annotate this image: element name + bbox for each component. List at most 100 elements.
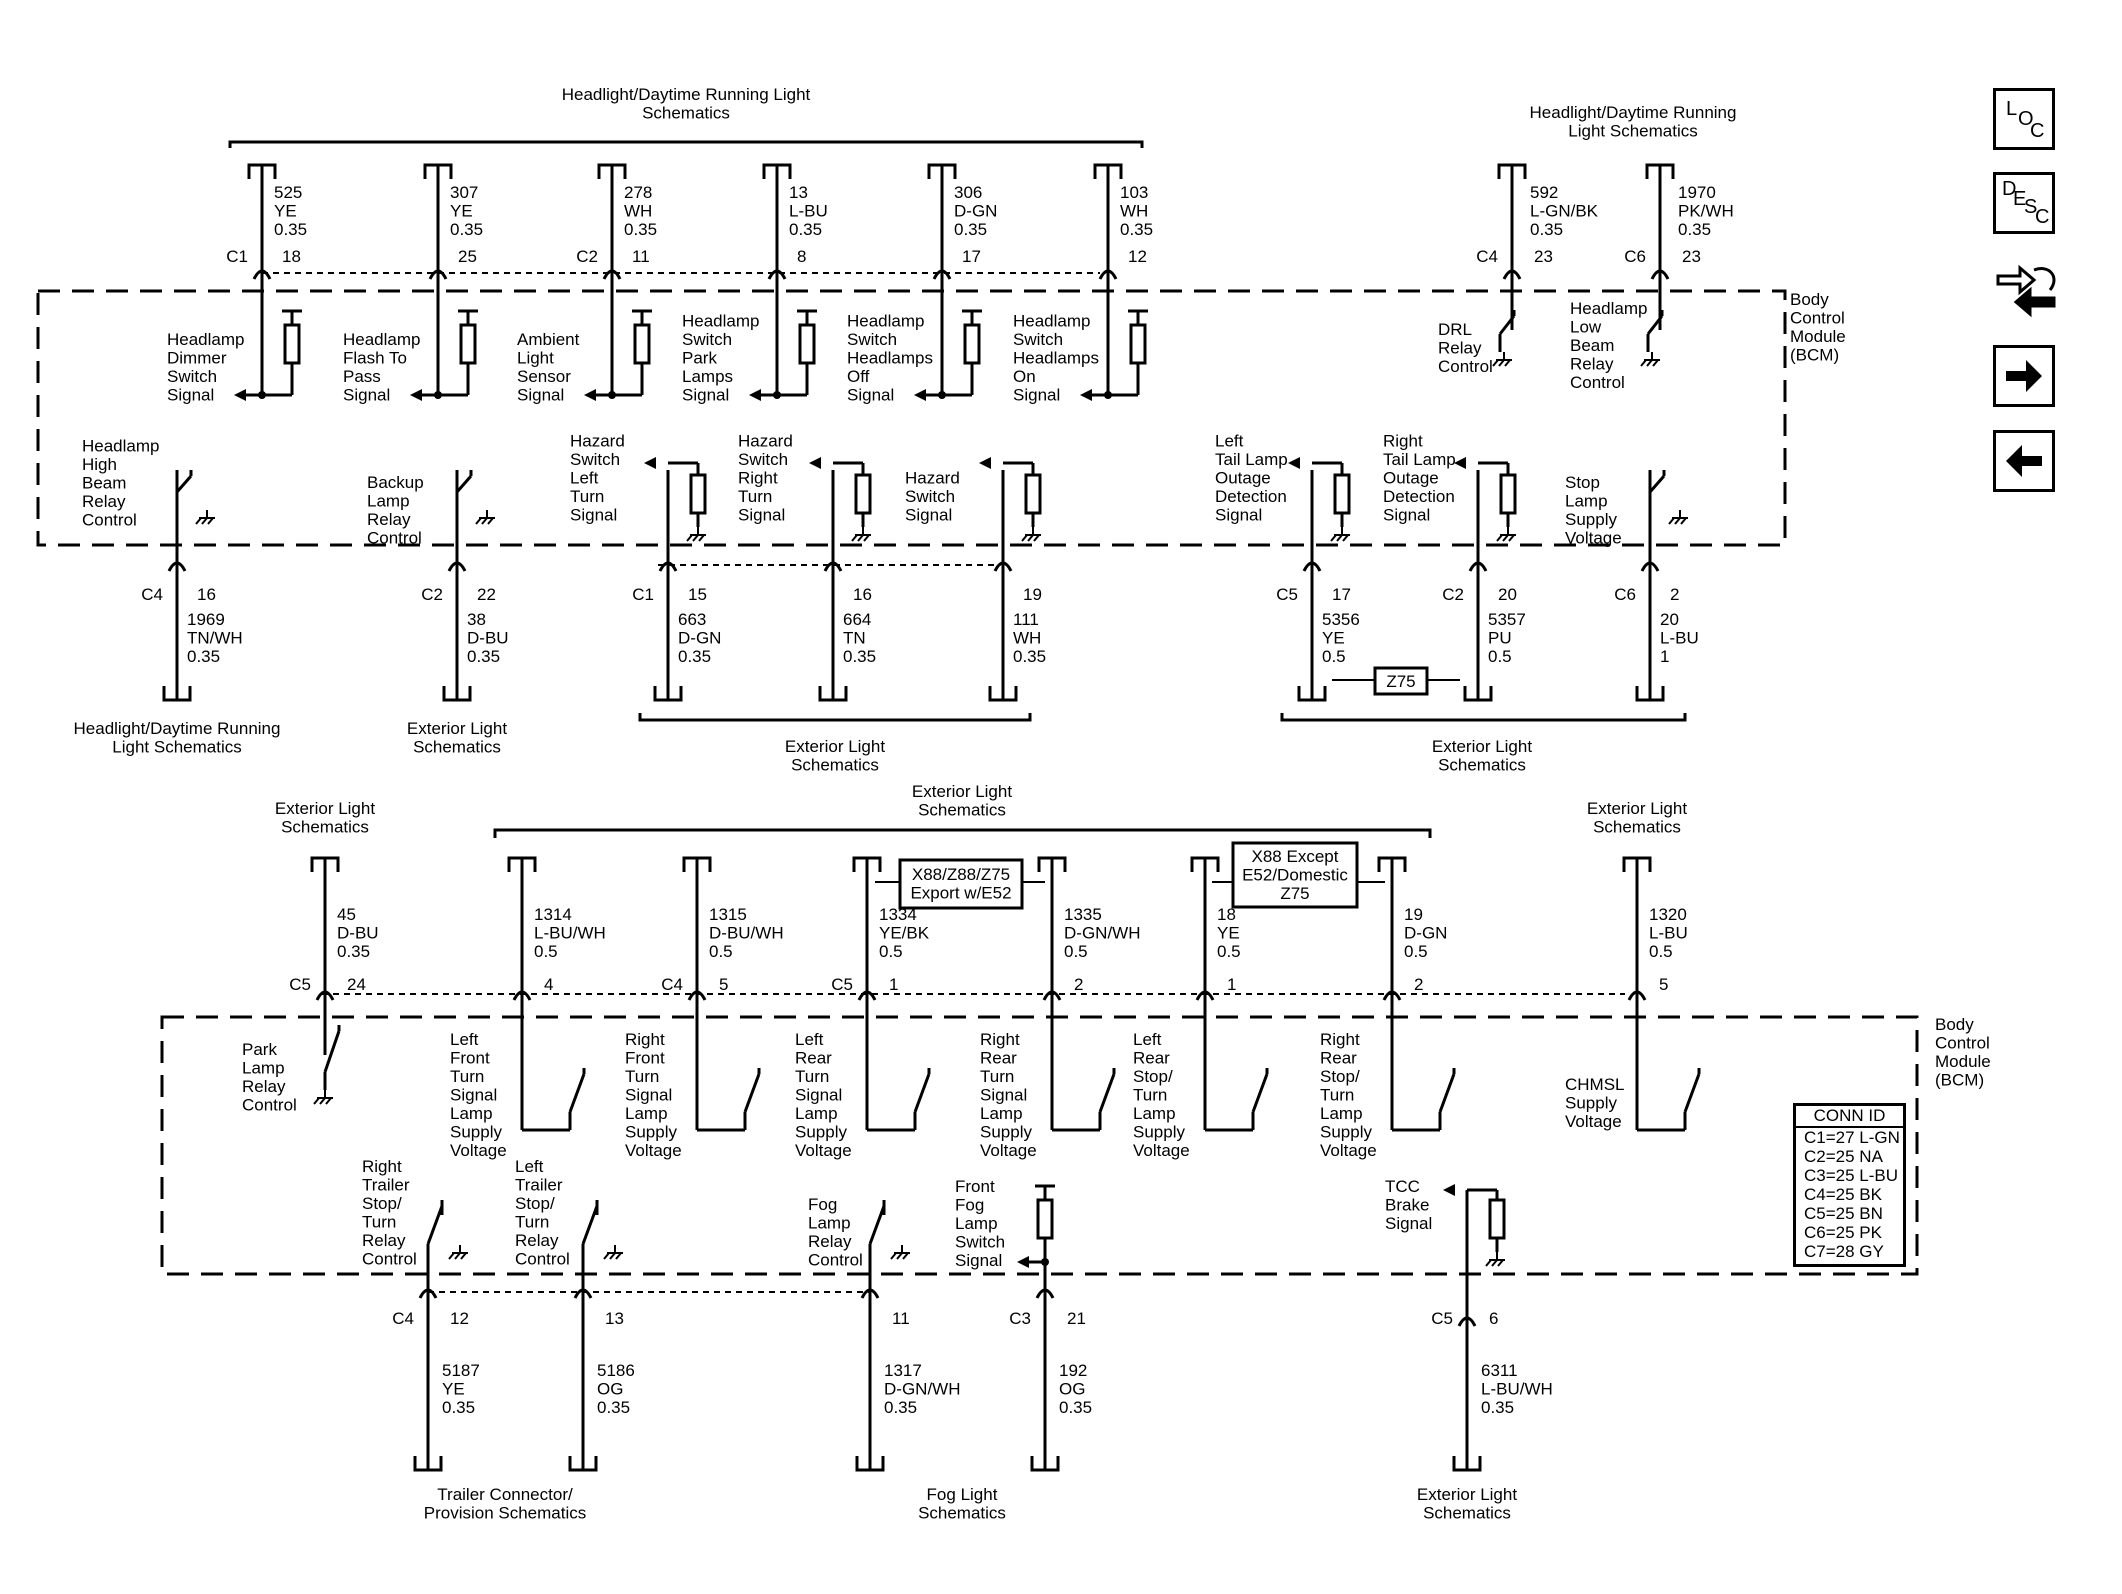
- signal-label-line: Signal: [570, 506, 617, 525]
- circuit-label-line: 1317: [884, 1361, 922, 1380]
- signal-label-line: Stop/: [515, 1194, 555, 1213]
- signal-label-line: Turn: [625, 1067, 659, 1086]
- signal-label-line: Off: [847, 367, 870, 386]
- switch-icon: [1648, 470, 1666, 510]
- pin-label: 11: [892, 1309, 910, 1328]
- pin-arc: [1457, 1316, 1477, 1327]
- circuit-label-line: WH: [1120, 202, 1148, 221]
- signal-arrow-icon: [914, 389, 926, 401]
- signal-label-line: Control: [515, 1250, 570, 1269]
- signal-label-line: Backup: [367, 473, 424, 492]
- signal-arrow-icon: [1288, 457, 1300, 469]
- signal-label-line: Turn: [738, 487, 772, 506]
- terminal-bracket: [1497, 163, 1527, 179]
- connector-label: C3: [1009, 1309, 1031, 1328]
- desc-icon: D E S C: [2002, 178, 2050, 228]
- signal-label-line: Control: [1570, 373, 1625, 392]
- pin-label: 17: [1332, 585, 1351, 604]
- signal-label-line: Front: [955, 1177, 995, 1196]
- dest-headlight-top-line: Headlight/Daytime Running Light: [562, 85, 811, 104]
- connector-swap-button[interactable]: [1990, 256, 2062, 328]
- pin-label: 23: [1682, 247, 1701, 266]
- pin-arc: [1468, 561, 1488, 572]
- signal-label-line: Switch: [905, 487, 955, 506]
- terminal-bracket: [1030, 1456, 1060, 1472]
- pin-arc: [658, 561, 678, 572]
- connector-id-title: CONN ID: [1796, 1106, 1903, 1128]
- signal-label-line: Relay: [1570, 355, 1614, 374]
- signal-label-line: Fog: [955, 1196, 984, 1215]
- terminal-bracket: [1190, 856, 1220, 872]
- option-x88-export-line: Export w/E52: [910, 884, 1011, 903]
- signal-label-line: Lamp: [1133, 1104, 1176, 1123]
- switch-icon: [426, 1200, 444, 1262]
- destination-terminal: [1377, 856, 1407, 872]
- signal-label-line: Headlamps: [1013, 349, 1099, 368]
- destination-terminal: [507, 856, 537, 872]
- signal-label-line: Headlamp: [682, 312, 760, 331]
- signal-label-line: Lamp: [450, 1104, 493, 1123]
- pin-label: 4: [544, 975, 553, 994]
- terminal-bracket: [852, 856, 882, 872]
- signal-label-line: Supply: [1133, 1123, 1185, 1142]
- signal-label-line: Voltage: [795, 1141, 852, 1160]
- circuit-label-line: 0.35: [789, 220, 822, 239]
- dest-chmsl-line: Exterior Light: [1587, 799, 1687, 818]
- signal-label-line: Turn: [362, 1213, 396, 1232]
- signal-label-line: Control: [1438, 357, 1493, 376]
- pin-label: 19: [1023, 585, 1042, 604]
- pin-arc: [860, 1288, 880, 1299]
- connector-label: C2: [421, 585, 443, 604]
- pin-arc: [573, 1288, 593, 1299]
- signal-label-line: High: [82, 455, 117, 474]
- prev-page-button[interactable]: [1993, 430, 2055, 492]
- desc-button[interactable]: D E S C: [1993, 172, 2055, 234]
- terminal-bracket: [855, 1456, 885, 1472]
- terminal-bracket: [1645, 163, 1675, 179]
- circuit-label-line: 0.5: [534, 942, 558, 961]
- circuit-label-line: 0.35: [1013, 647, 1046, 666]
- signal-label-line: Headlamp: [82, 437, 160, 456]
- signal-arrow-icon: [1443, 1184, 1455, 1196]
- circuit-label-line: 1334: [879, 905, 917, 924]
- ground-icon: [686, 527, 706, 542]
- next-page-button[interactable]: [1993, 345, 2055, 407]
- ground-icon: [603, 1245, 623, 1260]
- circuit-label-line: 5357: [1488, 610, 1526, 629]
- option-x88-except-line: X88 Except: [1252, 847, 1339, 866]
- circuit-label-line: 0.35: [187, 647, 220, 666]
- loc-button[interactable]: L O C: [1993, 88, 2055, 150]
- connector-id-row: C4=25 BK: [1804, 1185, 1882, 1204]
- pin-label: 21: [1067, 1309, 1086, 1328]
- signal-label-line: Voltage: [980, 1141, 1037, 1160]
- destination-terminal: [1093, 163, 1123, 179]
- pin-arc: [1035, 1288, 1055, 1299]
- circuit-label-line: 19: [1404, 905, 1423, 924]
- pullup-resistor-icon: [1488, 1198, 1506, 1252]
- ground-icon: [1492, 352, 1512, 367]
- circuit-label-line: 0.35: [450, 220, 483, 239]
- dest-turn-line: Schematics: [918, 801, 1006, 820]
- switch-icon: [581, 1200, 599, 1262]
- signal-label-line: Control: [362, 1250, 417, 1269]
- connector-label: C4: [1476, 247, 1498, 266]
- option-box: [1231, 841, 1359, 909]
